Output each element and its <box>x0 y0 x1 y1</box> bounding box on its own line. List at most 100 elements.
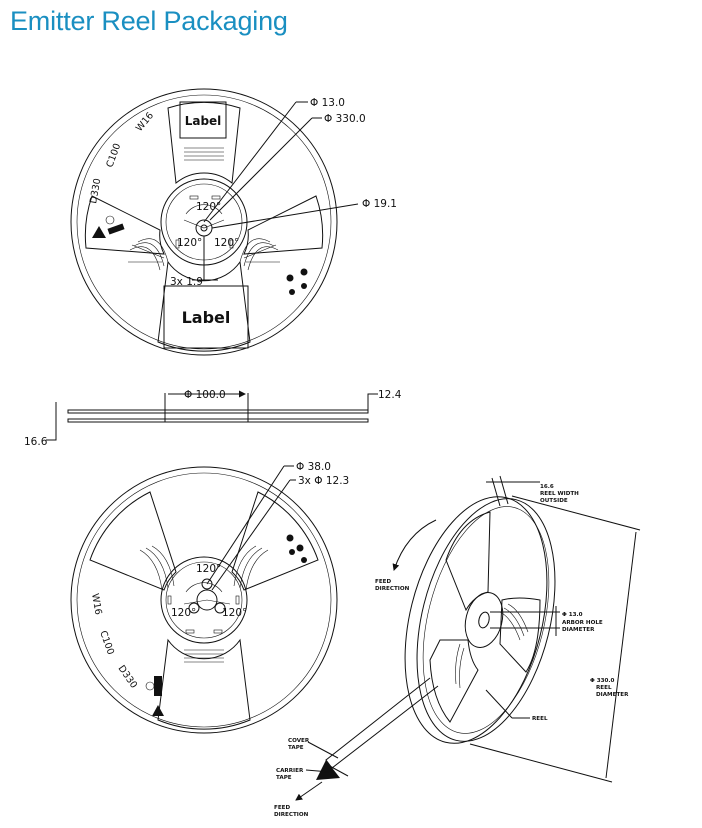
top-reel-dim-slot: 3x 1.9 <box>170 276 203 288</box>
perspective-cover-2: TAPE <box>288 745 304 751</box>
bottom-reel-marking-w16: W16 <box>89 593 104 616</box>
bottom-reel-window-bottom <box>157 638 251 730</box>
top-reel-leader-inner <box>211 203 359 229</box>
top-reel-angle-top: 120° <box>196 201 221 213</box>
top-reel-warning-icon <box>92 226 106 238</box>
bottom-label-text: Label <box>182 308 231 327</box>
top-reel-dim-hub: Φ 13.0 <box>310 97 345 109</box>
bottom-reel-warning-label <box>154 676 162 696</box>
bottom-reel-hub-ring <box>160 556 248 644</box>
side-view-flange-bottom <box>67 418 369 423</box>
perspective-reel-hub <box>464 591 504 649</box>
top-reel-drive-slots <box>175 195 234 249</box>
perspective-reel-window-1 <box>445 511 491 612</box>
top-reel-view: Label Label W16 C100 D330 120° 120° 120° <box>70 88 397 356</box>
top-reel-arbor-core <box>200 224 208 232</box>
top-reel-marking-c100: C100 <box>104 142 123 169</box>
perspective-tape-end <box>316 760 340 780</box>
perspective-reel-front-inner <box>422 506 550 734</box>
top-reel-dim-inner: Φ 19.1 <box>362 198 397 210</box>
perspective-feed-arrow-1 <box>392 519 437 571</box>
bottom-reel-view: W16 C100 D330 120° 120° 120° Φ 38.0 3x Φ… <box>70 461 349 734</box>
side-view-dim-thickness-line <box>350 393 378 411</box>
bottom-reel-tape-wind-bottom <box>184 649 224 663</box>
perspective-arbor-label-1: ARBOR HOLE <box>562 620 603 626</box>
top-reel-window-bottom <box>157 260 251 352</box>
perspective-width-label-2: OUTSIDE <box>540 498 568 504</box>
bottom-reel-angle-arcs <box>183 582 231 605</box>
perspective-tape-strip <box>325 677 439 769</box>
perspective-diameter-label-2: DIAMETER <box>596 692 629 698</box>
perspective-feed-1a: FEED <box>375 579 391 585</box>
perspective-diameter-ext-bottom <box>469 743 613 783</box>
bottom-reel-dim-hub: Φ 38.0 <box>296 461 331 473</box>
perspective-diameter-ext-top <box>511 495 641 531</box>
perspective-diameter-value: Φ 330.0 <box>590 678 615 684</box>
perspective-reel-window-2 <box>499 597 541 673</box>
perspective-cover-1: COVER <box>288 738 310 744</box>
side-view-flange-top <box>67 409 369 414</box>
top-reel-marking-d330: D330 <box>88 178 103 205</box>
bottom-reel-hole-2 <box>188 602 200 614</box>
bottom-reel-angle-left: 120° <box>171 607 196 619</box>
perspective-tape-edge <box>325 763 349 777</box>
top-reel-angle-right: 120° <box>214 237 239 249</box>
bottom-reel-tape-wind-left <box>139 545 175 591</box>
top-reel-recycle-icon <box>286 268 308 295</box>
perspective-feed-arrow-2 <box>295 781 323 801</box>
bottom-reel-angle-right: 120° <box>222 607 247 619</box>
bottom-reel-hole-3 <box>214 602 226 614</box>
top-label-box <box>179 101 227 139</box>
bottom-reel-hub-inner <box>165 561 243 639</box>
page-title: Emitter Reel Packaging <box>10 6 288 36</box>
perspective-diameter-dim-line <box>605 531 637 779</box>
side-view-dim-thickness: 12.4 <box>378 389 402 401</box>
bottom-reel-recycle-icon <box>286 534 307 563</box>
bottom-reel-dim-holes: 3x Φ 12.3 <box>298 475 349 487</box>
top-reel-inner-rim <box>76 94 332 350</box>
perspective-carrier-leader <box>305 769 331 773</box>
bottom-reel-marking-d330: D330 <box>116 663 140 690</box>
top-reel-leader-hub <box>203 101 297 223</box>
top-reel-logo-icon <box>105 215 115 225</box>
bottom-reel-drive-slots <box>167 595 240 634</box>
perspective-reel-arbor <box>478 611 490 629</box>
perspective-feed-1b: DIRECTION <box>375 586 410 592</box>
bottom-reel-marking-c100: C100 <box>97 629 116 656</box>
side-view: Φ 100.0 12.4 16.6 <box>24 389 402 448</box>
perspective-reel-view: FEED DIRECTION 16.6 REEL WIDTH OUTSIDE Φ… <box>274 475 641 818</box>
perspective-arbor-label-2: DIAMETER <box>562 627 595 633</box>
bottom-label-box <box>163 285 249 349</box>
bottom-reel-outer-rim <box>70 466 338 734</box>
top-reel-tape-wind-right <box>239 238 279 271</box>
bottom-reel-hole-center <box>196 589 218 611</box>
top-reel-window-right <box>243 195 324 255</box>
bottom-reel-tape-wind-right <box>233 545 269 591</box>
bottom-reel-angle-top: 120° <box>196 563 221 575</box>
perspective-cover-leader <box>307 741 339 759</box>
top-reel-leader-outer <box>209 117 313 221</box>
perspective-reel-front-flange <box>416 498 556 742</box>
perspective-feed-2b: DIRECTION <box>274 812 309 818</box>
perspective-carrier-2: TAPE <box>276 775 292 781</box>
top-reel-warning-label <box>107 223 125 235</box>
side-view-dim-overall-leader <box>46 430 57 441</box>
bottom-reel-leader-hub <box>206 465 285 585</box>
perspective-reel-window-3 <box>429 639 479 723</box>
perspective-diameter-label-1: REEL <box>596 685 612 691</box>
top-reel-tape-wind-left <box>129 238 169 271</box>
perspective-width-ext-1 <box>491 477 501 507</box>
top-reel-angle-left: 120° <box>177 237 202 249</box>
bottom-reel-window-top-right <box>231 491 319 591</box>
perspective-width-ext-2 <box>499 475 509 505</box>
bottom-reel-inner-rim <box>76 472 332 728</box>
top-reel-window-left <box>84 195 165 255</box>
top-reel-window-top <box>167 101 241 184</box>
top-reel-tape-wind-top <box>184 147 224 161</box>
bottom-reel-warning-icon <box>152 705 164 716</box>
perspective-arbor-value: Φ 13.0 <box>562 612 583 618</box>
bottom-reel-window-top-left <box>89 491 177 591</box>
side-view-dim-flange: Φ 100.0 <box>184 389 226 401</box>
bottom-reel-leader-holes <box>211 479 291 591</box>
top-reel-dim-outer: Φ 330.0 <box>324 113 366 125</box>
